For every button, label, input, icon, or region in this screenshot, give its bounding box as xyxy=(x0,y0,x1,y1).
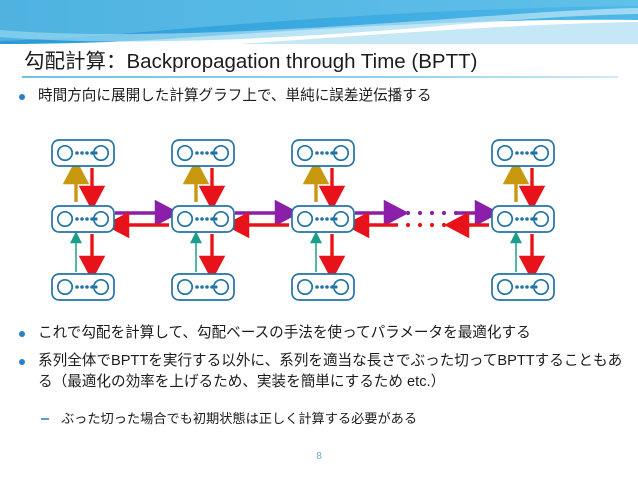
bullet-dash-icon xyxy=(41,418,49,420)
backprop-arrows-output-to-hidden xyxy=(78,168,546,211)
node-box-hidden-t3 xyxy=(291,205,355,233)
hidden-layer-row xyxy=(51,205,555,233)
bptt-unrolled-graph-diagram xyxy=(51,139,555,301)
bullet-dot-icon xyxy=(19,94,25,100)
header-wave-decoration xyxy=(0,0,638,44)
sub-bullet-item-initial-state: ぶった切った場合でも初期状態は正しく計算する必要がある xyxy=(41,408,621,429)
node-box-input-t3 xyxy=(291,273,355,301)
node-box-output-t1 xyxy=(51,139,115,167)
input-layer-row xyxy=(51,273,555,301)
node-box-input-t2 xyxy=(171,273,235,301)
bullet-text: これで勾配を計算して、勾配ベースの手法を使ってパラメータを最適化する xyxy=(38,325,531,341)
node-box-hidden-t1 xyxy=(51,205,115,233)
node-box-hidden-t2 xyxy=(171,205,235,233)
node-box-output-t3 xyxy=(291,139,355,167)
forward-arrows-input-to-hidden xyxy=(70,231,522,272)
node-box-output-tn xyxy=(491,139,555,167)
bullet-item-intro: 時間方向に展開した計算グラフ上で、単純に誤差逆伝播する xyxy=(19,86,619,107)
page-number: 8 xyxy=(316,451,322,462)
title-underline-rule xyxy=(22,76,618,78)
bullet-dot-icon xyxy=(19,331,25,337)
sequence-ellipsis-backward xyxy=(405,222,459,228)
bullet-item-truncated-bptt: 系列全体でBPTTを実行する以外に、系列を適当な長さでぶった切ってBPTTするこ… xyxy=(19,351,623,393)
forward-arrows-hidden-to-output xyxy=(62,159,530,202)
output-layer-row xyxy=(51,139,555,167)
node-box-output-t2 xyxy=(171,139,235,167)
bullet-dot-icon xyxy=(19,359,25,365)
page-title: 勾配計算：Backpropagation through Time (BPTT) xyxy=(24,50,478,73)
bullet-text: 系列全体でBPTTを実行する以外に、系列を適当な長さでぶった切ってBPTTするこ… xyxy=(38,353,623,390)
backprop-arrows-hidden-to-input xyxy=(78,234,546,281)
node-box-input-tn xyxy=(491,273,555,301)
node-box-input-t1 xyxy=(51,273,115,301)
node-box-hidden-tn xyxy=(491,205,555,233)
sequence-ellipsis-forward xyxy=(405,210,459,216)
sub-bullet-text: ぶった切った場合でも初期状態は正しく計算する必要がある xyxy=(61,411,418,426)
bullet-text: 時間方向に展開した計算グラフ上で、単純に誤差逆伝播する xyxy=(38,88,432,104)
bullet-item-optimize: これで勾配を計算して、勾配ベースの手法を使ってパラメータを最適化する xyxy=(19,323,623,344)
